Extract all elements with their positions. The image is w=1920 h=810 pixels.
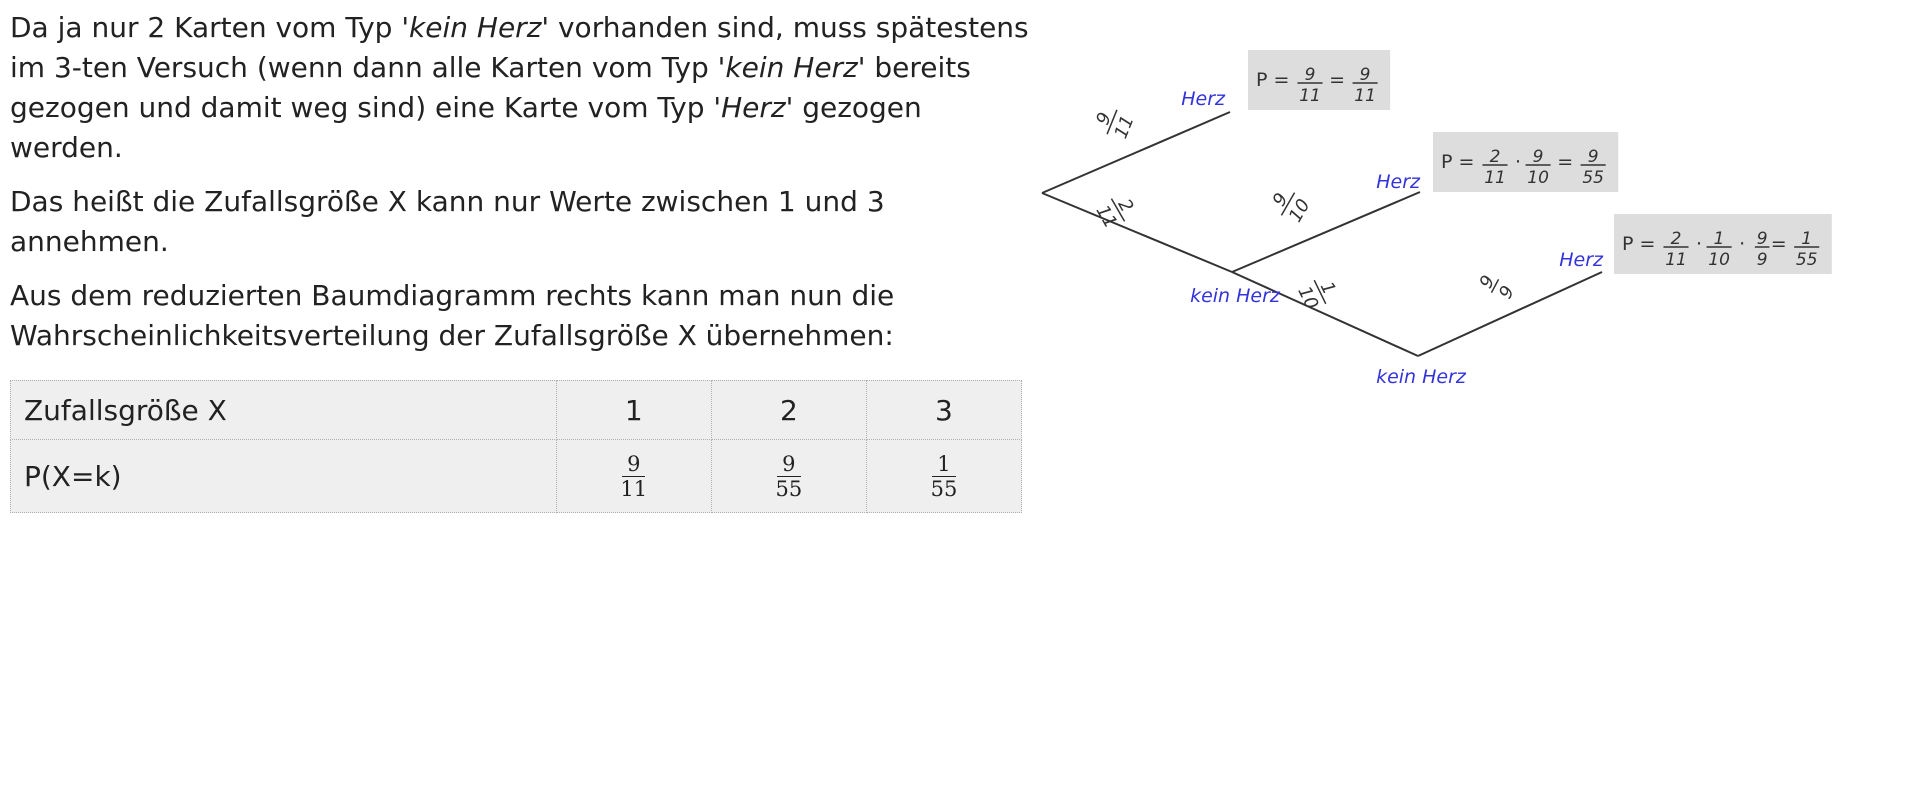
tree-node-label: kein Herz	[1376, 366, 1467, 388]
result-factor: 211	[1663, 229, 1689, 270]
fraction-numerator: 9	[1533, 147, 1544, 167]
paragraph-baumdiagramm: Aus dem reduzierten Baumdiagramm rechts …	[10, 279, 895, 352]
paragraph-karten: Da ja nur 2 Karten vom Typ 'kein Herz' v…	[10, 8, 1030, 168]
tree-node-label: Herz	[1559, 249, 1604, 271]
fraction-bar	[1313, 279, 1327, 305]
fraction-numerator: 9	[1092, 110, 1116, 128]
times-dot: ·	[1515, 151, 1521, 173]
fraction-denominator: 9	[1757, 250, 1768, 270]
result-box-bg	[1614, 214, 1832, 274]
result-prefix: P =	[1256, 69, 1289, 91]
branch-probability: 211	[1091, 196, 1137, 232]
fraction-denominator: 55	[1582, 168, 1604, 188]
times-dot: ·	[1739, 233, 1745, 255]
tree-node-label: Herz	[1181, 88, 1226, 110]
tree-branch	[1417, 271, 1603, 357]
tree-branch	[1041, 111, 1231, 194]
table-row-values: Zufallsgröße X 1 2 3	[10, 380, 1023, 440]
fraction-numerator: 2	[1490, 147, 1501, 167]
numerator: 9	[622, 452, 646, 477]
result-value: 911	[1352, 65, 1378, 106]
result-factor: 211	[1482, 147, 1508, 188]
denominator: 11	[620, 476, 648, 501]
italic-term: kein Herz	[725, 51, 858, 84]
denominator: 55	[775, 476, 803, 501]
tree-node-label: Herz	[1376, 171, 1421, 193]
fraction-numerator: 9	[1360, 65, 1371, 85]
fraction-numerator: 2	[1671, 229, 1682, 249]
table-value-2: 2	[710, 380, 867, 440]
fraction-denominator: 10	[1527, 168, 1549, 188]
fraction-numerator: 9	[1588, 147, 1599, 167]
branch-probability: 911	[1092, 109, 1139, 142]
numerator: 1	[932, 452, 956, 477]
text-segment: ' bereits gezogen und damit weg sind) ei…	[10, 51, 971, 124]
italic-term: Herz	[721, 91, 786, 124]
result-box-bg	[1248, 50, 1391, 110]
result-factor: 110	[1706, 229, 1732, 270]
branch-probability: 110	[1293, 279, 1340, 313]
result-box: P =211·910=955	[1433, 132, 1619, 192]
fraction-denominator: 9	[1495, 282, 1519, 302]
result-factor: 910	[1525, 147, 1551, 188]
fraction-bar	[1490, 278, 1500, 294]
text-segment: ' gezogen werden.	[10, 91, 922, 164]
result-box-bg	[1433, 132, 1619, 192]
result-box: P =211·110·99=155	[1614, 214, 1832, 274]
result-prefix: P =	[1622, 233, 1655, 255]
equals-sign: =	[1557, 151, 1573, 173]
fraction-numerator: 9	[1757, 229, 1768, 249]
italic-term: kein Herz	[409, 11, 542, 44]
fraction-denominator: 11	[1299, 86, 1321, 106]
fraction-numerator: 9	[1305, 65, 1316, 85]
fraction-numerator: 1	[1801, 229, 1812, 249]
table-header-label: Zufallsgröße X	[10, 380, 557, 440]
paragraph-werte: Das heißt die Zufallsgröße X kann nur We…	[10, 185, 885, 258]
times-dot: ·	[1696, 233, 1702, 255]
fraction-denominator: 55	[1796, 250, 1818, 270]
result-value: 955	[1580, 147, 1606, 188]
result-value: 155	[1794, 229, 1820, 270]
fraction-numerator: 1	[1316, 279, 1340, 298]
fraction-bar	[1106, 109, 1118, 135]
text-segment: ' vorhanden sind, muss spätestens im 3-t…	[10, 11, 1029, 84]
table-value-3: 3	[865, 380, 1023, 440]
explanation-text: Da ja nur 2 Karten vom Typ 'kein Herz' v…	[10, 8, 1030, 370]
fraction-bar	[1110, 198, 1126, 222]
result-factor: 911	[1297, 65, 1323, 106]
result-box: P =911=911	[1248, 50, 1391, 110]
numerator: 9	[777, 452, 801, 477]
tree-branch	[1041, 192, 1233, 273]
denominator: 55	[930, 476, 958, 501]
fraction-bar	[1280, 192, 1296, 216]
fraction-denominator: 11	[1484, 168, 1506, 188]
equals-sign: =	[1329, 69, 1345, 91]
fraction-denominator: 11	[1354, 86, 1376, 106]
table-value-1: 1	[555, 380, 712, 440]
result-factor: 99	[1754, 229, 1770, 270]
table-row-label: P(X=k)	[10, 439, 557, 513]
branch-probability: 910	[1269, 190, 1315, 226]
fraction-numerator: 1	[1714, 229, 1725, 249]
text-segment: Da ja nur 2 Karten vom Typ '	[10, 11, 410, 44]
equals-sign: =	[1771, 233, 1787, 255]
fraction-denominator: 11	[1665, 250, 1687, 270]
tree-branch	[1231, 271, 1419, 357]
fraction-denominator: 10	[1708, 250, 1730, 270]
tree-node-label: kein Herz	[1190, 285, 1281, 307]
tree-branch	[1231, 191, 1421, 273]
branch-probability: 99	[1476, 272, 1519, 302]
result-prefix: P =	[1441, 151, 1474, 173]
